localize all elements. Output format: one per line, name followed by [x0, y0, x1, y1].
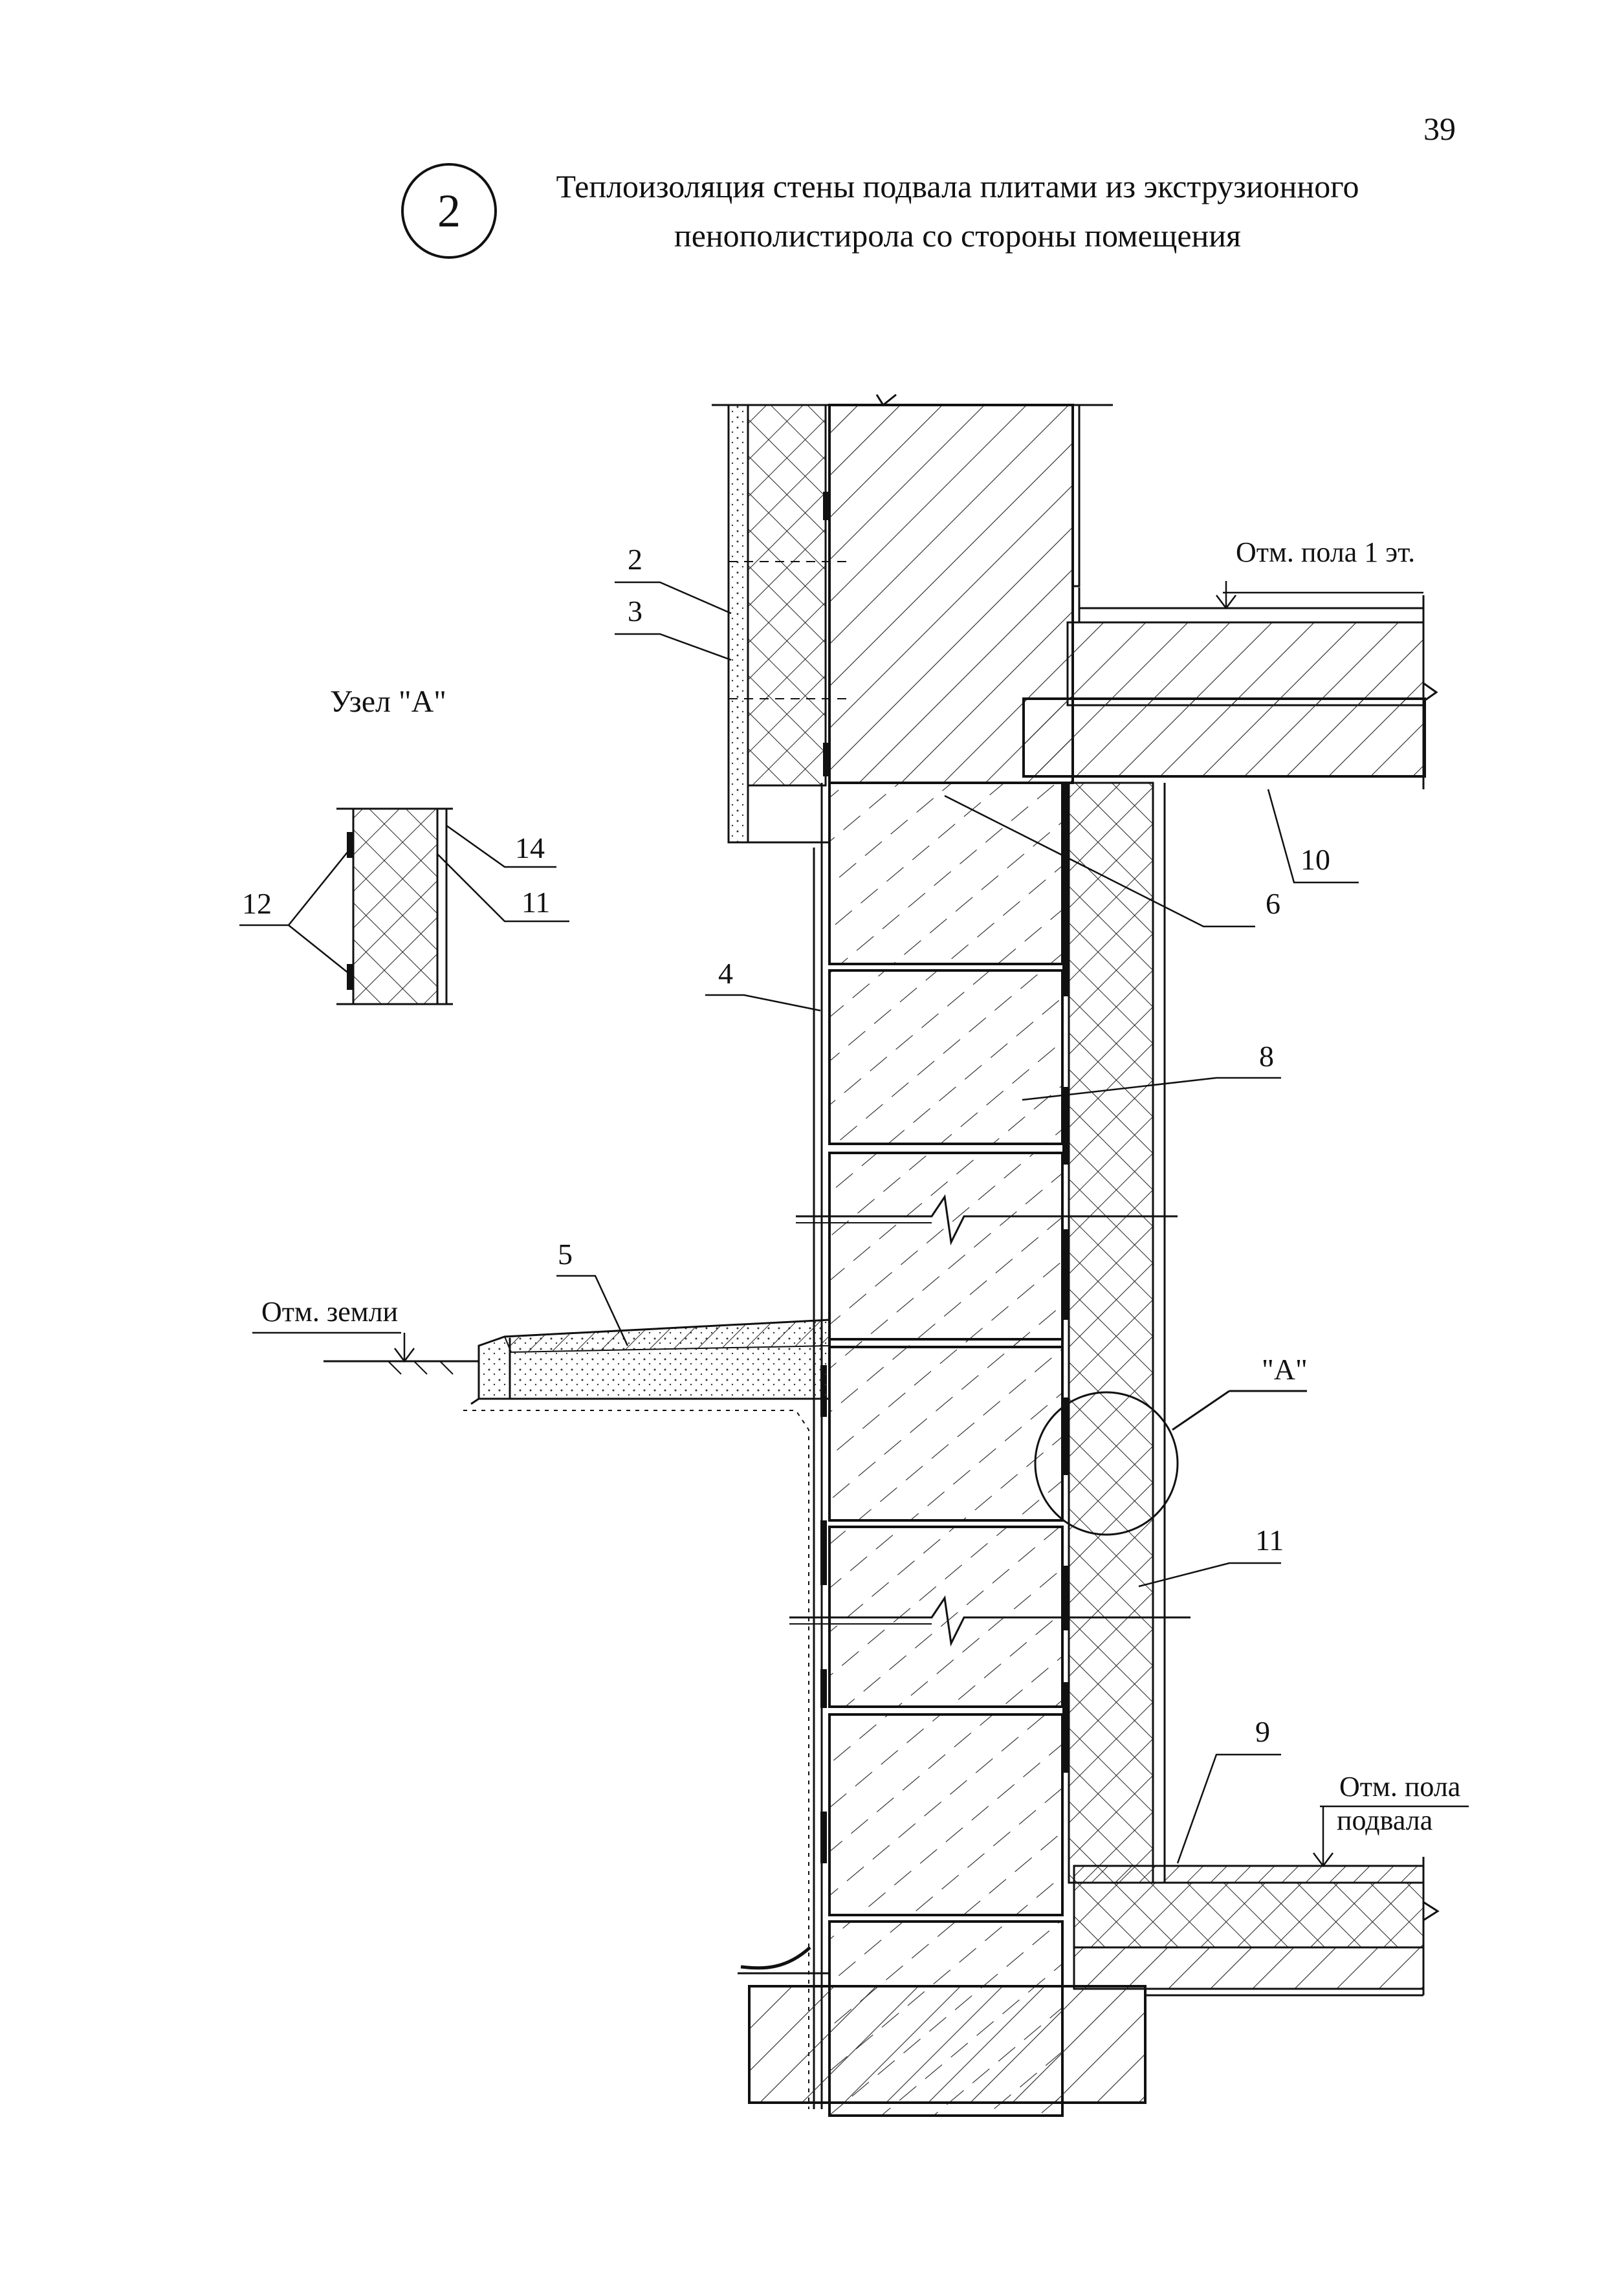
callout-11-node: 11 — [521, 886, 550, 919]
callout-10: 10 — [1300, 843, 1330, 876]
callout-9: 9 — [1255, 1715, 1270, 1748]
level-ground: Отм. земли — [261, 1296, 398, 1328]
basement-floor — [1073, 1857, 1440, 1995]
node-a-marker-label: "А" — [1262, 1353, 1308, 1386]
callout-12: 12 — [242, 887, 272, 920]
callout-6: 6 — [1266, 887, 1280, 920]
callout-3: 3 — [628, 595, 642, 628]
floor-slab-level-1 — [1022, 587, 1438, 789]
detail-number: 2 — [437, 184, 461, 237]
callout-11: 11 — [1255, 1524, 1284, 1557]
callout-2: 2 — [628, 543, 642, 576]
basement-wall-blocks — [813, 782, 1064, 2117]
callout-4: 4 — [718, 957, 733, 990]
foundation-footing — [738, 1946, 1423, 2104]
break-lines — [789, 1194, 1191, 1647]
blind-area — [324, 1319, 831, 2109]
interior-insulation-layer — [1068, 782, 1166, 1884]
callout-5: 5 — [558, 1238, 573, 1271]
labels: 2 3 4 5 6 8 9 10 11 11 12 14 Узел "А" "А… — [242, 536, 1460, 1836]
node-a-marker — [1034, 1390, 1307, 1536]
title-line-1: Теплоизоляция стены подвала плитами из э… — [556, 168, 1359, 204]
level-floor-1: Отм. пола 1 эт. — [1236, 536, 1415, 568]
node-a-detail — [336, 807, 453, 1005]
callout-14: 14 — [515, 831, 545, 864]
title-line-2: пенополистирола со стороны помещения — [674, 217, 1242, 254]
page-number: 39 — [1423, 111, 1456, 147]
leader-lines — [239, 581, 1469, 1868]
node-a-title: Узел "А" — [330, 685, 446, 719]
level-basement-line-1: Отм. пола — [1339, 1771, 1460, 1802]
detail-number-badge: 2 — [401, 163, 497, 259]
level-basement-line-2: подвала — [1337, 1804, 1432, 1836]
callout-8: 8 — [1259, 1040, 1274, 1073]
drawing-title: Теплоизоляция стены подвала плитами из э… — [505, 162, 1410, 260]
